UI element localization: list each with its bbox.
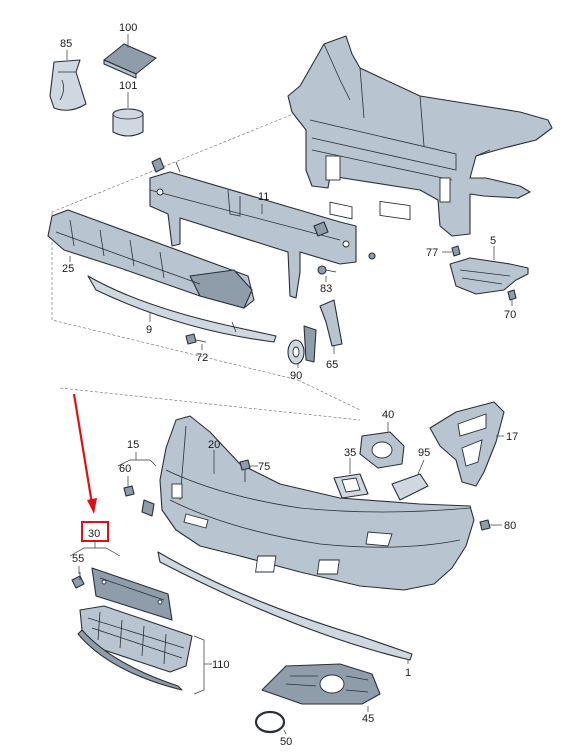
- part-17-bracket: 17: [429, 401, 518, 487]
- part-1-trim: 1: [157, 551, 413, 679]
- label-65: 65: [326, 359, 338, 371]
- label-1: 1: [405, 667, 411, 679]
- label-11: 11: [258, 191, 269, 203]
- label-90: 90: [290, 370, 302, 382]
- part-15-group: 15: [117, 439, 157, 517]
- part-30-group: 30: [69, 521, 121, 557]
- part-83-bolts: 83: [317, 252, 376, 295]
- part-85-bag: 85: [49, 38, 87, 111]
- label-35: 35: [344, 447, 356, 459]
- label-45: 45: [362, 713, 374, 725]
- label-15: 15: [127, 439, 139, 451]
- part-55-screws: 55: [71, 553, 85, 589]
- part-50-seal: 50: [254, 710, 292, 748]
- part-9-strip: 9: [87, 275, 277, 343]
- label-30: 30: [88, 528, 100, 540]
- part-80-screw: 80: [479, 519, 516, 532]
- upper-assembly-frame: [51, 111, 361, 421]
- part-40-fog-lamp: 40: [359, 409, 405, 469]
- label-70: 70: [504, 309, 516, 321]
- label-72: 72: [196, 352, 208, 364]
- label-60: 60: [119, 463, 131, 475]
- label-110: 110: [212, 659, 230, 671]
- label-95: 95: [418, 447, 430, 459]
- part-45-fog-grille: 45: [261, 663, 381, 725]
- label-17: 17: [506, 431, 518, 443]
- label-101: 101: [119, 80, 137, 92]
- label-85: 85: [60, 38, 72, 50]
- label-80: 80: [504, 520, 516, 532]
- label-25: 25: [62, 263, 74, 275]
- label-100: 100: [119, 22, 137, 34]
- part-75-screw: 75: [239, 459, 270, 482]
- label-75: 75: [258, 461, 270, 473]
- part-25-absorber: 25: [47, 209, 255, 309]
- part-11-reinforcement: 11: [149, 157, 357, 299]
- part-65-bracket: 65: [319, 299, 343, 371]
- part-20-bumper-cover: 20: [159, 415, 475, 591]
- part-77-screw: 77: [426, 245, 461, 259]
- part-5-module: 5: [449, 235, 529, 295]
- label-50: 50: [280, 736, 292, 748]
- part-70-screw: 70: [504, 289, 517, 321]
- part-35-frame: 35: [333, 447, 369, 499]
- part-90-horn: 90: [287, 325, 317, 382]
- highlight-arrow: [72, 393, 97, 514]
- part-plate-bracket: [91, 567, 173, 621]
- label-83: 83: [320, 283, 332, 295]
- part-72-clip: 72: [185, 333, 208, 364]
- label-40: 40: [382, 409, 394, 421]
- label-9: 9: [146, 324, 152, 336]
- label-77: 77: [426, 247, 438, 259]
- part-95-cover: 95: [391, 447, 430, 501]
- part-101-cap: 101: [112, 80, 144, 137]
- part-radiator-support: [287, 35, 553, 237]
- label-20: 20: [208, 439, 220, 451]
- part-100-pad: 100: [103, 22, 157, 79]
- part-60-clip: 60: [119, 463, 135, 497]
- label-5: 5: [490, 235, 496, 247]
- label-55: 55: [72, 553, 84, 565]
- part-110-grille: 110: [77, 605, 230, 695]
